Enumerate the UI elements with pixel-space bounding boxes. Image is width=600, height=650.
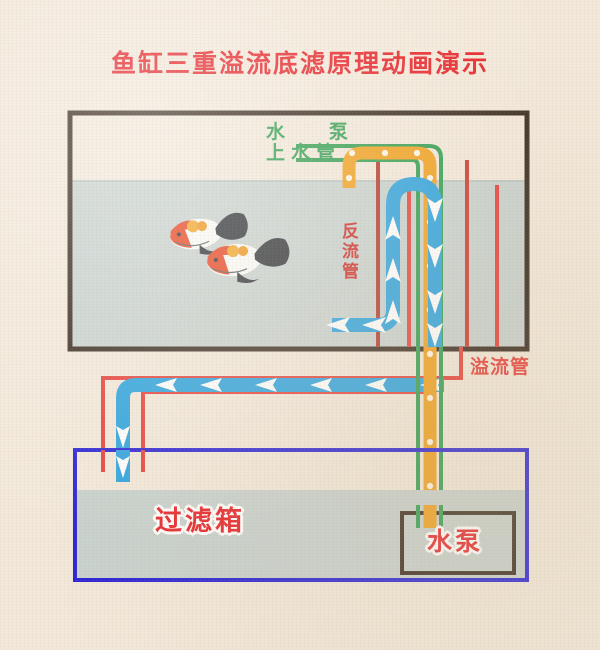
overflow-chamber-walls	[376, 160, 499, 347]
backflow-flow-stream	[332, 176, 442, 347]
supply-pipe-inner-edge	[296, 158, 420, 530]
water-pump-box	[400, 511, 516, 575]
goldfish-2	[207, 238, 290, 284]
label-overflow-pipe: 溢流管	[470, 356, 531, 378]
fish-tail	[254, 238, 290, 267]
backflow-pipe-flow	[326, 176, 443, 347]
page-title: 鱼缸三重溢流底滤原理动画演示	[110, 49, 489, 78]
supply-flow-stream	[342, 146, 437, 530]
fish-belly-line	[174, 240, 210, 247]
overflow-flow-stream	[116, 378, 444, 478]
fish-fin-lower	[237, 271, 260, 284]
goldfish-1	[170, 212, 248, 255]
label-water-pump: 水泵	[427, 527, 484, 556]
fish-tail	[215, 212, 248, 240]
fish-eye	[176, 232, 181, 237]
label-filter-box: 过滤箱	[153, 505, 245, 538]
tank-water-surface-line	[72, 180, 525, 182]
tank-water-group	[72, 180, 525, 347]
fish-spot-b	[196, 221, 207, 232]
sump-filter-box-border	[73, 448, 529, 582]
sump-inlet-drop	[101, 450, 145, 482]
fish-spot-a	[186, 220, 199, 233]
backflow-flow-arrows	[326, 198, 443, 347]
label-pump-supply-pipe: 水 泵 上水管	[266, 121, 354, 165]
supply-pipe-into-pump	[416, 505, 443, 528]
inlet-arrow	[116, 456, 130, 478]
tank-water-fill	[72, 180, 525, 347]
fish-spot-a	[227, 245, 240, 258]
fish-spot-b	[238, 245, 249, 256]
supply-pipe-outer-edge	[296, 144, 443, 530]
fish-belly-line	[211, 267, 248, 274]
pump-supply-pipe-outline	[296, 144, 443, 530]
label-backflow-pipe: 反 流 管	[342, 222, 359, 283]
fish-tank-border	[67, 110, 530, 352]
fish-eye	[213, 257, 218, 262]
